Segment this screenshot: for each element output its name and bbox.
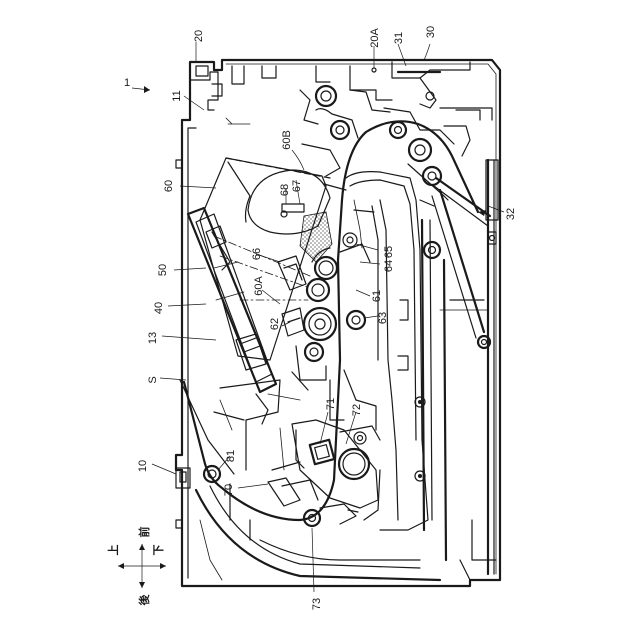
ref-11: 11 [171, 90, 183, 101]
ref-32: 32 [505, 208, 517, 220]
ref-67: 67 [291, 180, 303, 192]
output-section [384, 108, 498, 580]
developing-section [278, 233, 370, 390]
exposure-unit-50 [188, 208, 310, 392]
orientation-legend: 上 下 前 後 [106, 527, 166, 606]
ref-63: 63 [377, 312, 389, 324]
ref-73: 73 [311, 598, 323, 610]
ref-70: 70 [223, 484, 235, 496]
upper-rollers [300, 68, 390, 176]
orientation-down: 下 [152, 545, 165, 556]
registration-roller-73 [304, 504, 358, 526]
ref-61: 61 [371, 290, 383, 302]
ref-20A: 20A [369, 28, 381, 48]
paper-tray-guide [196, 462, 440, 580]
cover-31 [392, 62, 470, 108]
orientation-front: 前 [137, 527, 151, 538]
ref-72: 72 [351, 404, 363, 416]
ref-65: 65 [383, 246, 395, 258]
ref-1: 1 [124, 77, 130, 89]
orientation-up: 上 [106, 545, 120, 556]
ref-S: S [147, 376, 159, 383]
ref-60B: 60B [281, 130, 293, 150]
ref-71: 71 [325, 398, 337, 410]
ref-13: 13 [147, 332, 159, 344]
duplex-frame [346, 172, 488, 560]
ref-10: 10 [137, 460, 149, 472]
ref-66: 66 [251, 248, 263, 260]
interior-details [220, 184, 376, 470]
ref-68: 68 [279, 184, 291, 196]
ref-31: 31 [393, 32, 405, 44]
ref-50: 50 [157, 264, 169, 276]
developer-housing [300, 212, 332, 262]
ref-60A: 60A [253, 276, 265, 296]
lower-left-frame [180, 380, 300, 474]
top-frame [226, 66, 492, 124]
ref-40: 40 [153, 302, 165, 314]
ref-64: 64 [383, 260, 395, 272]
ref-81: 81 [225, 450, 237, 462]
ref-62: 62 [269, 318, 281, 330]
orientation-back: 後 [137, 594, 151, 606]
ref-60: 60 [163, 180, 175, 192]
ref-30: 30 [425, 26, 437, 38]
ref-20: 20 [193, 30, 205, 42]
